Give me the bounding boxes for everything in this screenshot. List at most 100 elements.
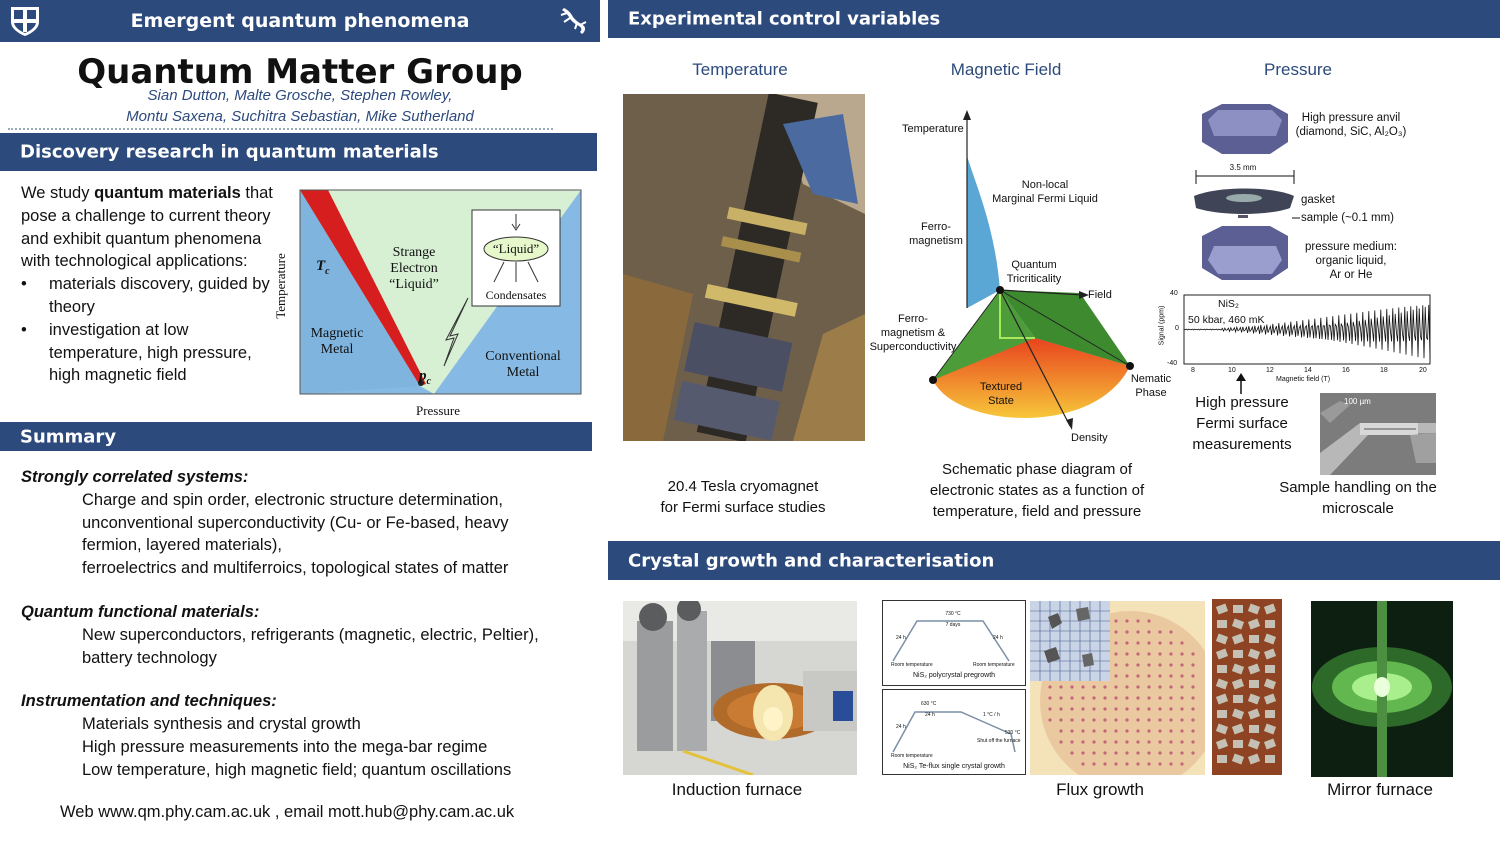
flux-dot <box>1103 762 1107 766</box>
osc-conditions: 50 kbar, 460 mK <box>1188 314 1265 326</box>
flux-dot <box>1147 707 1151 711</box>
crystal-chip <box>1231 708 1245 720</box>
cryomagnet-photo <box>623 94 865 441</box>
crystal-chip <box>1247 618 1261 630</box>
crystal-chip <box>1215 738 1229 750</box>
flux-dot <box>1169 663 1173 667</box>
medium-line: pressure medium: <box>1304 241 1398 253</box>
caption-flux: Flux growth <box>1056 780 1144 799</box>
flux-dot <box>1114 762 1118 766</box>
crystal-chip <box>1247 663 1261 675</box>
contact-line[interactable]: Web www.qm.phy.cam.ac.uk , email mott.hu… <box>60 803 515 821</box>
discovery-bullets: materials discovery, guided by theory in… <box>21 273 273 387</box>
flux-dot <box>1125 729 1129 733</box>
caption-line: electronic states as a function of <box>929 482 1145 499</box>
flux-dot <box>1180 729 1184 733</box>
flux-dot <box>1147 663 1151 667</box>
flux-dot <box>1147 630 1151 634</box>
flux-dot <box>1147 762 1151 766</box>
flux-dot <box>1092 762 1096 766</box>
nonlocal-line: Marginal Fermi Liquid <box>992 193 1098 205</box>
flux-dot <box>1180 740 1184 744</box>
flux-dot <box>1158 740 1162 744</box>
osc-xtick: 20 <box>1419 367 1427 374</box>
anvil-line: High pressure anvil <box>1301 112 1401 124</box>
profile2-shut: Shut off the furnace <box>977 738 1021 744</box>
diagram-ylabel: Temperature <box>273 253 288 319</box>
flux-dot <box>1136 685 1140 689</box>
flux-dot <box>1158 718 1162 722</box>
medium-label: pressure medium: organic liquid, Ar or H… <box>1294 240 1408 282</box>
flux-dot <box>1191 696 1195 700</box>
crystal-title: Crystal growth and characterisation <box>628 550 995 571</box>
flux-dot <box>1158 729 1162 733</box>
caption-line: 20.4 Tesla cryomagnet <box>667 478 819 495</box>
intro-pre: We study <box>21 184 95 202</box>
flux-dot <box>1070 707 1074 711</box>
anvil-size-label: 3.5 mm <box>1229 163 1257 172</box>
osc-xtick: 16 <box>1342 367 1350 374</box>
profile2-rt: Room temperature <box>891 753 933 759</box>
flux-dot <box>1191 685 1195 689</box>
flux-dot <box>1147 685 1151 689</box>
flux-dot <box>1180 718 1184 722</box>
micro-scale-label: 100 µm <box>1344 397 1371 406</box>
bullet-item: investigation at low temperature, high p… <box>21 319 273 387</box>
caption-line: Schematic phase diagram of <box>941 461 1133 478</box>
crystal-chip <box>1233 695 1243 703</box>
summary-body: Strongly correlated systems: Charge and … <box>21 466 591 782</box>
flux-dot <box>1125 619 1129 623</box>
nonlocal-line: Non-local <box>1021 179 1069 191</box>
flux-dot <box>1191 707 1195 711</box>
flux-dot <box>1070 740 1074 744</box>
crystal-header-bar: Crystal growth and characterisation <box>608 541 1500 580</box>
flux-dot <box>1136 652 1140 656</box>
crystal-chip <box>1247 753 1261 765</box>
crystal-chip <box>1231 633 1245 645</box>
flux-dot <box>1169 696 1173 700</box>
crystal-chip <box>1263 723 1277 735</box>
crystal-chip <box>1217 755 1227 763</box>
crystal-chip <box>1233 605 1243 613</box>
liquid-box-label: “Liquid” <box>492 241 540 256</box>
flux-dot <box>1059 729 1063 733</box>
left-header-title: Emergent quantum phenomena <box>130 10 470 32</box>
anvil-line: (diamond, SiC, Al₂O₃) <box>1295 126 1407 138</box>
flux-dot <box>1114 652 1118 656</box>
strange-line: Electron <box>390 261 438 276</box>
flux-dot <box>1070 729 1074 733</box>
mirror-furnace-photo <box>1311 601 1453 777</box>
flux-dot <box>1059 685 1063 689</box>
caption-cryomagnet: 20.4 Tesla cryomagnet for Fermi surface … <box>633 476 853 518</box>
crystal-chip <box>1215 603 1229 615</box>
caption-line: Fermi surface <box>1196 415 1288 432</box>
flux-dot <box>1081 718 1085 722</box>
flux-dot <box>1125 663 1129 667</box>
flux-dot <box>1158 674 1162 678</box>
flux-dot <box>1180 663 1184 667</box>
flux-dot <box>1103 707 1107 711</box>
flux-dot <box>1125 696 1129 700</box>
group-title: Quantum Matter Group <box>77 52 523 92</box>
profile1-left: 24 h <box>896 635 906 641</box>
col-temperature: Temperature <box>692 60 788 79</box>
flux-dot <box>1191 751 1195 755</box>
quantum-tricriticality-label: Quantum Tricriticality <box>1001 258 1067 286</box>
flux-dot <box>1169 762 1173 766</box>
flux-dot <box>1136 630 1140 634</box>
profile2-rate: 1 °C / h <box>983 712 1000 718</box>
phase-temperature-label: Temperature <box>902 123 964 135</box>
nematic-phase-label: Nematic Phase <box>1127 372 1175 400</box>
flux-dot <box>1114 663 1118 667</box>
profile2-top: 630 °C <box>921 701 937 707</box>
flux-dot <box>1070 718 1074 722</box>
flux-dot <box>1158 696 1162 700</box>
strange-liquid-label: Strange Electron “Liquid” <box>378 245 450 293</box>
osc-ytick: -40 <box>1167 360 1178 367</box>
flux-dot <box>1125 630 1129 634</box>
flux-dot <box>1081 762 1085 766</box>
flux-dot <box>1191 740 1195 744</box>
crystal-chip <box>1215 633 1229 645</box>
medium-line: organic liquid, <box>1315 255 1387 267</box>
crystal-chip <box>1265 665 1275 673</box>
